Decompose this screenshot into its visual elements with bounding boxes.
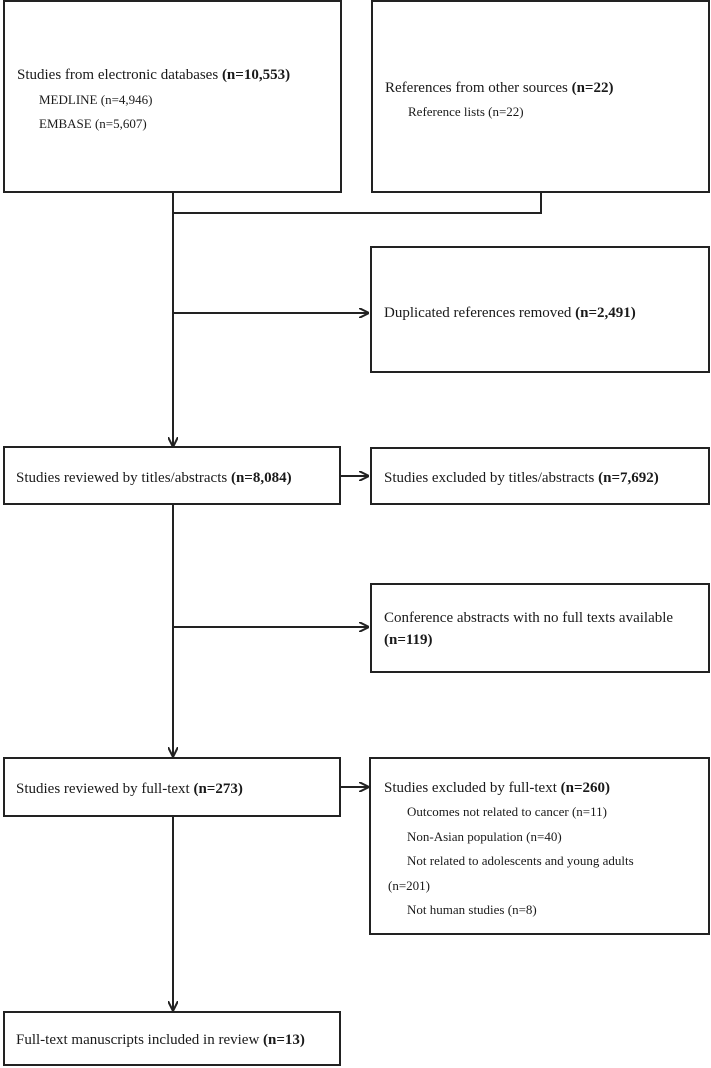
conference-title: Conference abstracts with no full texts …	[384, 610, 674, 626]
databases-item-embase: EMBASE (n=5,607)	[39, 116, 147, 131]
included-box: Full-text manuscripts included in review…	[3, 1011, 341, 1066]
fulltext-excluded-item-aya-count: (n=201)	[388, 878, 430, 893]
fulltext-excluded-item-aya: Not related to adolescents and young adu…	[407, 853, 634, 868]
fulltext-review-count: (n=273)	[193, 781, 243, 797]
databases-box: Studies from electronic databases (n=10,…	[3, 0, 342, 193]
title-excluded-box: Studies excluded by titles/abstracts (n=…	[370, 447, 710, 505]
duplicates-count: (n=2,491)	[575, 305, 636, 321]
included-title: Full-text manuscripts included in review…	[16, 1032, 305, 1048]
databases-count: (n=10,553)	[221, 67, 291, 83]
title-excluded-title: Studies excluded by titles/abstracts (n=…	[384, 470, 659, 486]
fulltext-excluded-item-non-human: Not human studies (n=8)	[407, 902, 537, 917]
fulltext-excluded-box: Studies excluded by full-text (n=260) Ou…	[369, 757, 710, 935]
other-sources-count: (n=22)	[571, 80, 614, 96]
fulltext-excluded-item-cancer: Outcomes not related to cancer (n=11)	[407, 804, 607, 819]
title-review-title: Studies reviewed by titles/abstracts (n=…	[16, 470, 292, 486]
fulltext-excluded-count: (n=260)	[560, 780, 611, 796]
other-sources-item-reference-lists: Reference lists (n=22)	[408, 104, 524, 119]
fulltext-excluded-title: Studies excluded by full-text (n=260)	[384, 780, 611, 796]
title-review-count: (n=8,084)	[230, 470, 292, 486]
duplicates-title: Duplicated references removed (n=2,491)	[384, 305, 636, 321]
conference-count: (n=119)	[384, 632, 433, 648]
other-sources-box: References from other sources (n=22) Ref…	[371, 0, 710, 193]
fulltext-review-title: Studies reviewed by full-text (n=273)	[16, 781, 243, 797]
fulltext-review-box: Studies reviewed by full-text (n=273)	[3, 757, 341, 817]
included-count: (n=13)	[263, 1032, 305, 1048]
conference-box: Conference abstracts with no full texts …	[370, 583, 710, 673]
title-review-box: Studies reviewed by titles/abstracts (n=…	[3, 446, 341, 505]
duplicates-box: Duplicated references removed (n=2,491)	[370, 246, 710, 373]
fulltext-excluded-item-non-asian: Non-Asian population (n=40)	[407, 829, 562, 844]
connector-other-sources	[173, 193, 542, 214]
databases-title: Studies from electronic databases (n=10,…	[17, 67, 291, 83]
title-excluded-count: (n=7,692)	[598, 470, 659, 486]
other-sources-title: References from other sources (n=22)	[385, 80, 614, 96]
databases-item-medline: MEDLINE (n=4,946)	[39, 92, 153, 107]
